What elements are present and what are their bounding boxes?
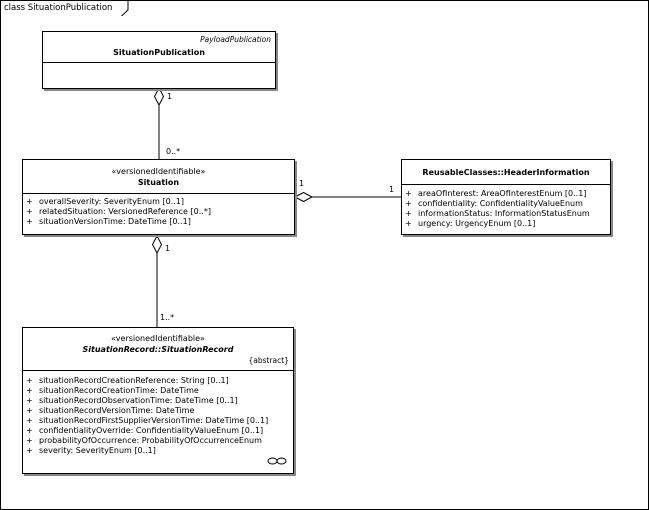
stereotype-label: «versionedIdentifiable» — [111, 167, 206, 176]
class-situation-record[interactable]: «versionedIdentifiable» SituationRecord:… — [22, 327, 294, 474]
multiplicity-label: 1 — [165, 244, 171, 253]
parent-class-label: PayloadPublication — [200, 35, 271, 44]
class-header: PayloadPublication SituationPublication — [43, 32, 275, 63]
attribute-row: +situationRecordCreationTime: DateTime — [26, 386, 199, 395]
multiplicity-label: 1..* — [160, 313, 175, 322]
class-header: «versionedIdentifiable» SituationRecord:… — [23, 328, 293, 371]
class-header-information[interactable]: ReusableClasses::HeaderInformation +area… — [401, 159, 611, 235]
attribute-row: +situationRecordFirstSupplierVersionTime… — [26, 416, 269, 425]
attribute-row: +situationRecordVersionTime: DateTime — [26, 406, 195, 415]
class-situation-publication[interactable]: PayloadPublication SituationPublication — [42, 31, 276, 89]
multiplicity-label: 1 — [389, 185, 395, 194]
attribute-row: +confidentiality: ConfidentialityValueEn… — [405, 199, 583, 208]
attribute-row: +relatedSituation: VersionedReference [0… — [26, 207, 211, 216]
class-name: ReusableClasses::HeaderInformation — [422, 168, 590, 177]
attribute-list: +overallSeverity: SeverityEnum [0..1] +r… — [23, 194, 294, 234]
class-situation[interactable]: «versionedIdentifiable» Situation +overa… — [22, 159, 295, 235]
class-header: ReusableClasses::HeaderInformation — [402, 160, 610, 185]
abstract-tag: {abstract} — [248, 356, 290, 365]
aggregation-diamond-publication — [153, 86, 165, 107]
stereotype-label: «versionedIdentifiable» — [111, 334, 205, 343]
attribute-row: +areaOfInterest: AreaOfInterestEnum [0..… — [405, 189, 587, 198]
attribute-list: +areaOfInterest: AreaOfInterestEnum [0..… — [402, 185, 610, 235]
attribute-row: +confidentialityOverride: Confidentialit… — [26, 426, 264, 435]
attribute-row: +urgency: UrgencyEnum [0..1] — [405, 219, 536, 228]
frame-tab — [0, 0, 129, 16]
class-name: SituationRecord::SituationRecord — [82, 345, 234, 354]
attribute-list: +situationRecordCreationReference: Strin… — [23, 371, 293, 474]
class-name: SituationPublication — [113, 48, 205, 57]
aggregation-diamond-situation-header — [293, 191, 314, 203]
multiplicity-label: 1 — [299, 179, 305, 188]
attribute-row: +situationVersionTime: DateTime [0..1] — [26, 217, 191, 226]
attribute-row: +probabilityOfOccurrence: ProbabilityOfO… — [26, 436, 262, 445]
multiplicity-label: 0..* — [166, 147, 181, 156]
multiplicity-label: 1 — [167, 92, 173, 101]
attribute-row: +severity: SeverityEnum [0..1] — [26, 446, 156, 455]
class-header: «versionedIdentifiable» Situation — [23, 160, 294, 194]
class-name: Situation — [137, 178, 180, 187]
attribute-row: +overallSeverity: SeverityEnum [0..1] — [26, 197, 184, 206]
infinity-icon — [267, 457, 287, 465]
diagram-title: class SituationPublication — [4, 3, 113, 13]
attribute-row: +situationRecordObservationTime: DateTim… — [26, 396, 238, 405]
attribute-row: +situationRecordCreationReference: Strin… — [26, 376, 229, 385]
attribute-row: +informationStatus: InformationStatusEnu… — [405, 209, 590, 218]
aggregation-diamond-situation-record — [151, 234, 163, 255]
